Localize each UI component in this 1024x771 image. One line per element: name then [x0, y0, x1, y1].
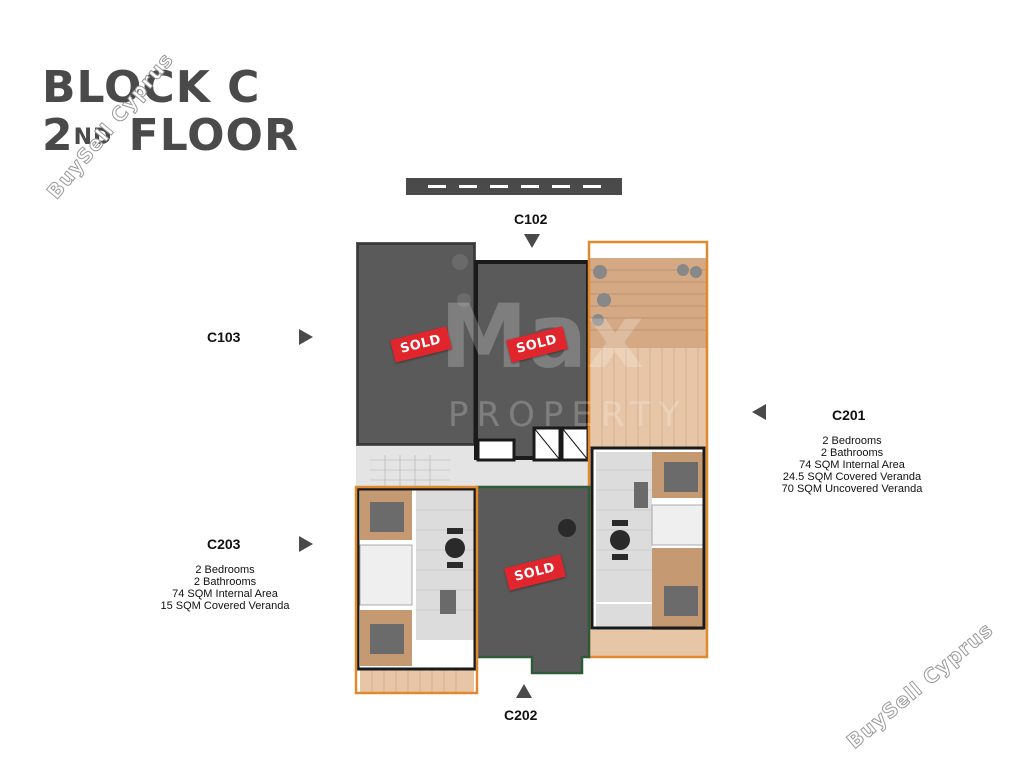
road-marker	[406, 178, 622, 195]
arrow-left-icon	[752, 404, 766, 420]
brand-watermark-sub: PROPERTY	[448, 395, 688, 435]
unit-label-c201: C201	[832, 407, 866, 423]
arrow-up-icon	[516, 684, 532, 698]
unit-c102-plan	[474, 260, 590, 462]
title-line-1: BLOCK C	[42, 62, 261, 113]
unit-info-c201: 2 Bedrooms 2 Bathrooms 74 SQM Internal A…	[781, 435, 923, 495]
unit-label-c102: C102	[514, 211, 548, 227]
unit-label-c203: C203	[207, 536, 241, 552]
arrow-right-icon	[299, 536, 313, 552]
page-subtitle: 2ND FLOOR	[42, 110, 299, 161]
unit-label-c202: C202	[504, 707, 538, 723]
unit-label-c103: C103	[207, 329, 241, 345]
arrow-right-icon	[299, 329, 313, 345]
arrow-down-icon	[524, 234, 540, 248]
page-title: BLOCK C	[42, 66, 260, 110]
unit-c201-plan	[587, 240, 709, 659]
unit-c203-plan	[354, 485, 479, 695]
unit-info-c203: 2 Bedrooms 2 Bathrooms 74 SQM Internal A…	[160, 564, 290, 612]
